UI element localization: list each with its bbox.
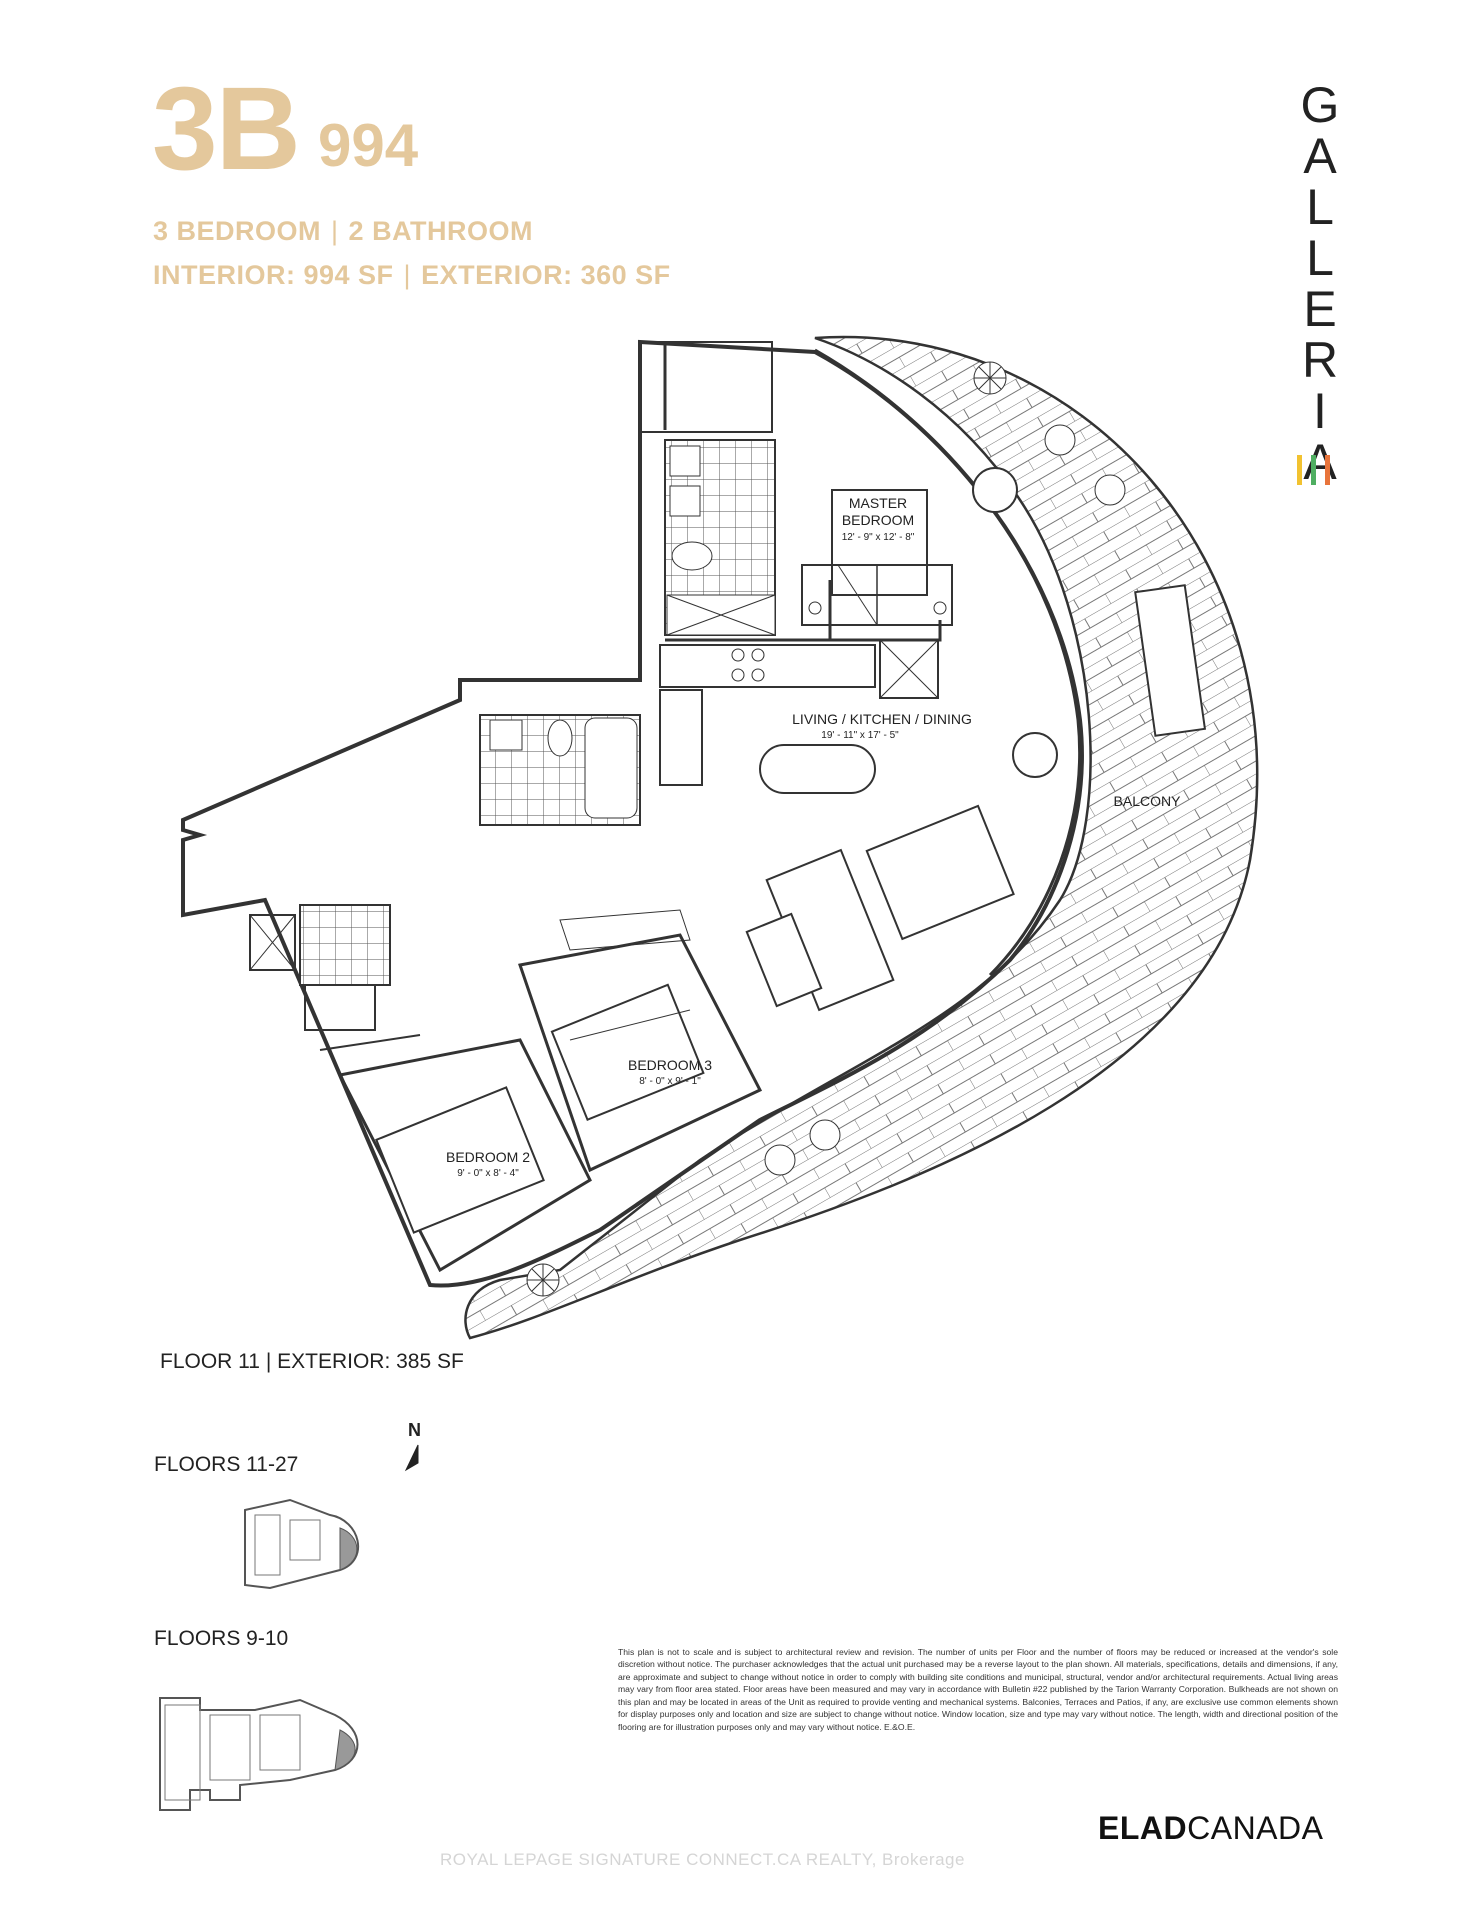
disclaimer-text: This plan is not to scale and is subject…: [618, 1647, 1338, 1732]
bedroom-count: 3 BEDROOM: [153, 216, 322, 246]
brand-letter: A: [1303, 128, 1337, 184]
plant-icon: [526, 1263, 560, 1297]
unit-code: 3B: [152, 63, 301, 195]
brand-letter: G: [1300, 77, 1340, 133]
bedroom-2-label: BEDROOM 2: [446, 1149, 530, 1165]
brand-stripes-icon: [1297, 455, 1330, 485]
brand-wordmark: G A L L E R I A: [1290, 80, 1350, 488]
bedroom-3-label: BEDROOM 3: [628, 1057, 712, 1073]
separator: |: [259, 1350, 278, 1373]
brand-letter: E: [1303, 281, 1337, 337]
living-room-dims: 19' - 11" x 17' - 5": [821, 730, 899, 741]
unit-rooms-line: 3 BEDROOM | 2 BATHROOM: [153, 218, 533, 245]
balcony-label: BALCONY: [1114, 793, 1182, 809]
brand-letter: L: [1306, 179, 1334, 235]
plant-icon: [973, 361, 1007, 395]
exterior-area: EXTERIOR: 360 SF: [421, 260, 671, 290]
master-bedroom-dims: 12' - 9" x 12' - 8": [842, 532, 915, 543]
balcony-deck: [464, 335, 1259, 1340]
brand-stripe: [1325, 455, 1330, 485]
bedroom-2-dims: 9' - 0" x 8' - 4": [457, 1168, 519, 1179]
brand-stripe: [1311, 455, 1316, 485]
brand-stripe: [1297, 455, 1302, 485]
key-plan-floors-11-27: [244, 1498, 359, 1590]
unit-size: 994: [318, 112, 419, 179]
key-plan-label-b: FLOORS 9-10: [154, 1627, 289, 1650]
north-arrow-icon: [404, 1444, 419, 1472]
floor-exterior-area: EXTERIOR: 385 SF: [277, 1350, 464, 1373]
developer-logo: ELADCANADA: [1098, 1810, 1323, 1847]
separator: |: [331, 216, 339, 246]
developer-logo-part2: CANADA: [1187, 1810, 1324, 1846]
key-plan-label-a: FLOORS 11-27: [154, 1453, 299, 1476]
bedroom-3-dims: 8' - 0" x 9' - 1": [639, 1076, 701, 1087]
brand-letter: A: [1303, 434, 1337, 490]
separator: |: [403, 260, 412, 290]
brand-letter: I: [1313, 383, 1327, 439]
unit-area-line: INTERIOR: 994 SF | EXTERIOR: 360 SF: [153, 262, 671, 289]
brand-letter: L: [1306, 230, 1334, 286]
master-bedroom-label: MASTER: [849, 495, 907, 511]
living-room-label: LIVING / KITCHEN / DINING: [792, 711, 972, 727]
brokerage-watermark: ROYAL LEPAGE SIGNATURE CONNECT.CA REALTY…: [440, 1850, 965, 1869]
interior-area: INTERIOR: 994 SF: [153, 260, 394, 290]
master-bedroom-label-2: BEDROOM: [842, 512, 914, 528]
key-plan-floors-9-10: [159, 1697, 359, 1811]
developer-logo-part1: ELAD: [1098, 1810, 1188, 1846]
brand-letter: R: [1301, 332, 1339, 388]
north-label: N: [408, 1420, 421, 1440]
floor-number: FLOOR 11: [160, 1350, 260, 1373]
bathroom-count: 2 BATHROOM: [348, 216, 534, 246]
floor-exterior-label: FLOOR 11 | EXTERIOR: 385 SF: [160, 1350, 464, 1374]
